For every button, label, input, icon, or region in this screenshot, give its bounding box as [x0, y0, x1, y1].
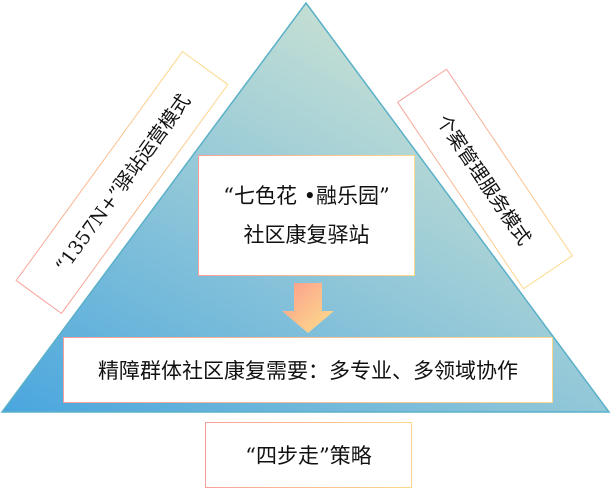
station-subtitle: 社区康复驿站	[243, 222, 370, 247]
strategy-box: “四步走”策略	[205, 422, 412, 488]
strategy-text: “四步走”策略	[245, 444, 372, 468]
rehab-station-box: “七色花 •融乐园” 社区康复驿站	[198, 155, 415, 276]
station-title: “七色花 •融乐园”	[223, 183, 390, 208]
rehab-need-box: 精障群体社区康复需要：多专业、多领域协作	[63, 337, 553, 403]
rehab-need-text: 精障群体社区康复需要：多专业、多领域协作	[98, 359, 518, 383]
down-arrow-icon	[282, 283, 334, 333]
